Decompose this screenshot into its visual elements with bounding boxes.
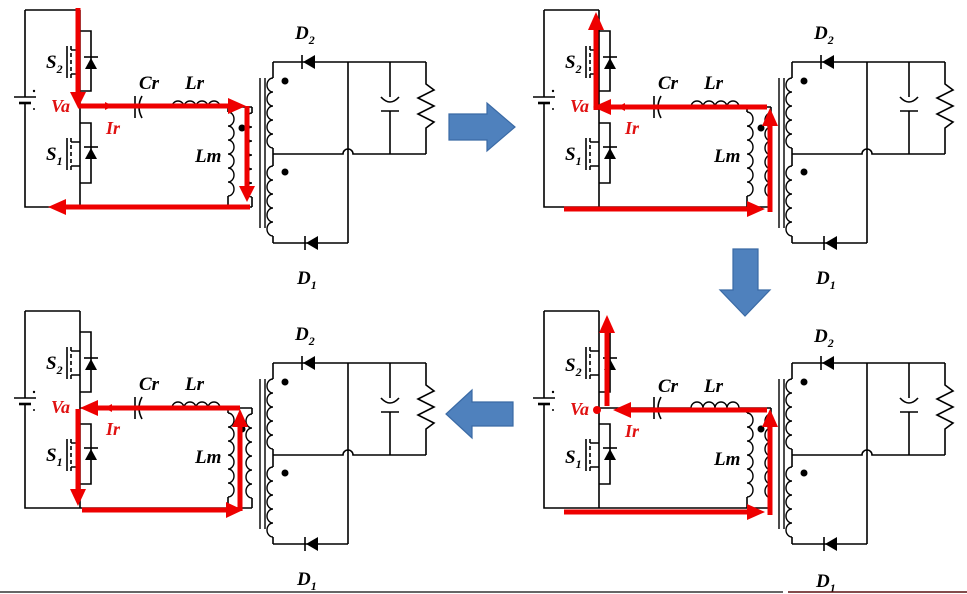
current-path xyxy=(70,400,248,518)
label-ir: Ir xyxy=(624,421,640,441)
label-lm: Lm xyxy=(194,447,221,468)
label-d2: D2 xyxy=(813,326,834,350)
label-s2: S2 xyxy=(565,355,582,379)
label-d1: D1 xyxy=(815,571,836,594)
stage-3-panel: S2 S1 Cr Lr Lm Va Ir D2 D1 xyxy=(531,309,955,594)
label-cr: Cr xyxy=(658,376,679,397)
label-s1: S1 xyxy=(46,445,63,469)
stage-arrow-right xyxy=(448,101,516,153)
label-d1: D1 xyxy=(296,569,317,593)
label-cr: Cr xyxy=(658,73,679,94)
label-ir: Ir xyxy=(105,419,121,439)
label-va: Va xyxy=(51,397,70,417)
label-ir: Ir xyxy=(624,118,640,138)
stage-4-panel: S2 S1 Cr Lr Lm Va Ir D2 D1 xyxy=(12,309,436,593)
label-d2: D2 xyxy=(294,324,315,348)
label-s1: S1 xyxy=(565,144,582,168)
current-path xyxy=(564,315,778,520)
label-d1: D1 xyxy=(296,268,317,292)
label-lr: Lr xyxy=(184,73,205,94)
label-ir: Ir xyxy=(105,118,121,138)
current-path xyxy=(564,12,778,217)
current-path xyxy=(48,8,255,215)
label-d1: D1 xyxy=(815,268,836,292)
label-s2: S2 xyxy=(565,52,582,76)
label-lr: Lr xyxy=(703,73,724,94)
label-s2: S2 xyxy=(46,52,63,76)
label-va: Va xyxy=(570,399,589,419)
label-lr: Lr xyxy=(184,374,205,395)
label-cr: Cr xyxy=(139,73,160,94)
circuit-schematic xyxy=(531,309,955,553)
label-va: Va xyxy=(51,96,70,116)
stage-arrow-left xyxy=(445,388,514,440)
stage-2-panel: S2 S1 Cr Lr Lm Va Ir D2 D1 xyxy=(531,8,955,292)
label-s1: S1 xyxy=(565,447,582,471)
label-lm: Lm xyxy=(194,146,221,167)
label-va: Va xyxy=(570,96,589,116)
label-d2: D2 xyxy=(813,23,834,47)
label-s1: S1 xyxy=(46,144,63,168)
label-cr: Cr xyxy=(139,374,160,395)
label-s2: S2 xyxy=(46,353,63,377)
stage-arrow-down xyxy=(718,248,772,317)
label-lm: Lm xyxy=(713,449,740,470)
label-lr: Lr xyxy=(703,376,724,397)
label-d2: D2 xyxy=(294,23,315,47)
stage-1-panel: S2 S1 Cr Lr Lm Va Ir D2 D1 xyxy=(12,8,436,292)
label-lm: Lm xyxy=(713,146,740,167)
